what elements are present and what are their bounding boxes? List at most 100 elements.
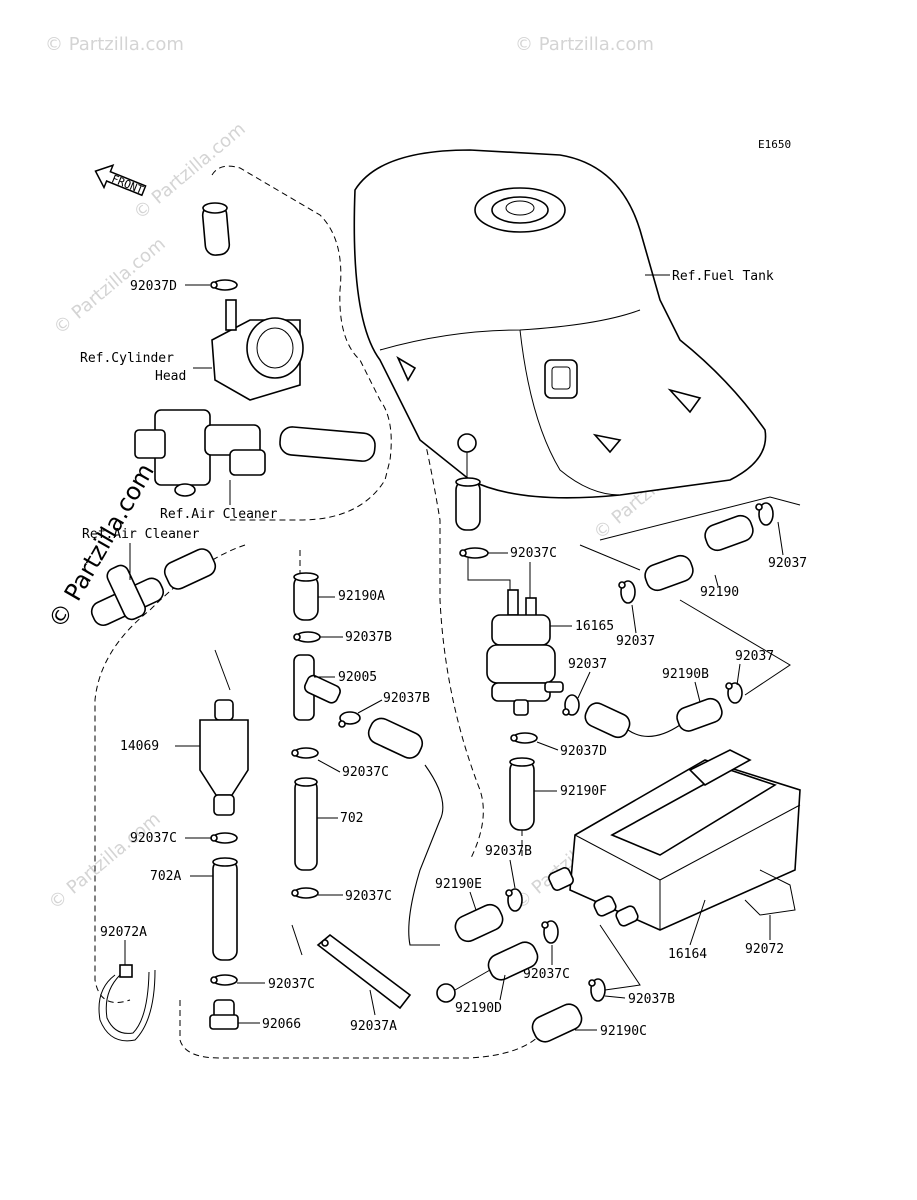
hose-92190B: [584, 697, 723, 739]
callout-14069: 14069: [120, 739, 159, 754]
hose-clamp-icon: [541, 920, 559, 944]
hose-clamp-icon: [459, 547, 489, 559]
callout-92037-a: 92037: [568, 657, 607, 672]
callout-92037C-f: 92037C: [523, 967, 570, 982]
callout-16164: 16164: [668, 947, 707, 962]
ref-cylinder-label: Ref.Cylinder: [80, 351, 174, 366]
callout-92037-d: 92037: [768, 556, 807, 571]
callout-92037B-c: 92037B: [485, 844, 532, 859]
leader-line: [689, 899, 706, 946]
diagram-code: E1650: [758, 138, 791, 151]
hose-702: [294, 777, 318, 871]
leader-line: [357, 699, 383, 714]
callout-92037B-b: 92037B: [383, 691, 430, 706]
canister-16164: [548, 749, 801, 931]
ref-air-cleaner-label-2: Ref.Air Cleaner: [82, 527, 200, 542]
fuel-filter-14069: [199, 649, 249, 816]
leader-line: [469, 891, 477, 911]
top-hose: [201, 202, 231, 256]
hose-92190C: [531, 1003, 583, 1043]
leader-line: [317, 759, 341, 773]
hose-92190E: [454, 903, 504, 943]
leader-line: [736, 663, 741, 686]
ref-air-cleaner-label-1: Ref.Air Cleaner: [160, 507, 278, 522]
callout-92037C-e: 92037C: [510, 546, 557, 561]
leader-line: [694, 681, 701, 703]
callout-92037D: 92037D: [130, 279, 177, 294]
fitting-92066: [209, 999, 239, 1030]
hose-clamp-icon: [338, 711, 361, 728]
callout-92037C-c: 92037C: [345, 889, 392, 904]
callout-92190B: 92190B: [662, 667, 709, 682]
leader-line: [509, 859, 516, 889]
hose-92190F: [509, 757, 535, 831]
callout-92037C: 92037C: [342, 765, 389, 780]
leader-line: [577, 671, 591, 699]
callout-92005: 92005: [338, 670, 377, 685]
hose-clamp-icon: [618, 580, 636, 604]
hose-connector: [367, 717, 444, 946]
leader-line: [579, 544, 641, 571]
hose-clamp-icon: [210, 832, 238, 844]
fuel-tank: [353, 149, 767, 499]
marker-a-top: [455, 433, 481, 531]
ref-cylinder-head-label: Head: [155, 369, 186, 384]
leader-line: [499, 974, 506, 1001]
air-cleaner-tee: [90, 548, 217, 627]
hose-clamp-icon: [562, 694, 580, 716]
leader-line: [714, 574, 719, 587]
callout-92037B-d: 92037B: [628, 992, 675, 1007]
leader-line: [631, 604, 637, 634]
callout-92190A: 92190A: [338, 589, 385, 604]
hose-clamp-icon: [291, 887, 319, 899]
leader-line: [599, 496, 801, 541]
hose-clamp-icon: [755, 502, 774, 526]
callout-92190: 92190: [700, 585, 739, 600]
hose-clamp-icon: [293, 631, 321, 643]
hose-702A: [212, 857, 238, 961]
callout-702A: 702A: [150, 869, 181, 884]
hose-clamp-icon: [210, 279, 238, 291]
callout-92037C-a: 92037C: [130, 831, 177, 846]
hose-clamp-icon: [210, 974, 238, 986]
callout-92037C-d: 92037C: [268, 977, 315, 992]
callout-92037D-b: 92037D: [560, 744, 607, 759]
hose-clamp-icon: [588, 978, 606, 1002]
callout-92190D: 92190D: [455, 1001, 502, 1016]
front-arrow-icon: FRONT: [94, 164, 147, 197]
fuel-pump-16165: [486, 589, 564, 716]
callout-92037-c: 92037: [735, 649, 774, 664]
tee-fitting-92005: [293, 654, 341, 721]
callout-16165: 16165: [575, 619, 614, 634]
callout-92190C: 92190C: [600, 1024, 647, 1039]
watermark: © Partzilla.com: [45, 34, 184, 55]
hose-clamp-icon: [505, 888, 523, 912]
callout-92037B: 92037B: [345, 630, 392, 645]
hose-92190-set: [644, 514, 754, 592]
cable-tie-92072A: [98, 964, 156, 1042]
ref-fuel-tank-label: Ref.Fuel Tank: [672, 269, 774, 284]
watermark: © Partzilla.com: [515, 34, 654, 55]
callout-92037-b: 92037: [616, 634, 655, 649]
leader-line: [679, 599, 791, 696]
callout-92037A: 92037A: [350, 1019, 397, 1034]
callout-702: 702: [340, 811, 363, 826]
leader-line: [536, 741, 559, 751]
callout-92072: 92072: [745, 942, 784, 957]
hose-clamp-icon: [725, 682, 743, 704]
watermark: © Partzilla.com: [130, 118, 250, 223]
callout-92066: 92066: [262, 1017, 301, 1032]
leader-line: [291, 924, 303, 956]
leader-line: [369, 989, 376, 1016]
callout-92190F: 92190F: [560, 784, 607, 799]
hose-clamp-icon: [510, 732, 538, 744]
hose-92190A: [293, 572, 319, 621]
hose-92190D: [487, 941, 539, 981]
clip-92037A: [316, 933, 412, 1010]
front-label: FRONT: [110, 172, 146, 197]
leader-line: [604, 995, 626, 999]
marker-a-bottom: [436, 969, 491, 1003]
leader-line: [467, 558, 511, 595]
watermark: © Partzilla.com: [45, 808, 165, 913]
